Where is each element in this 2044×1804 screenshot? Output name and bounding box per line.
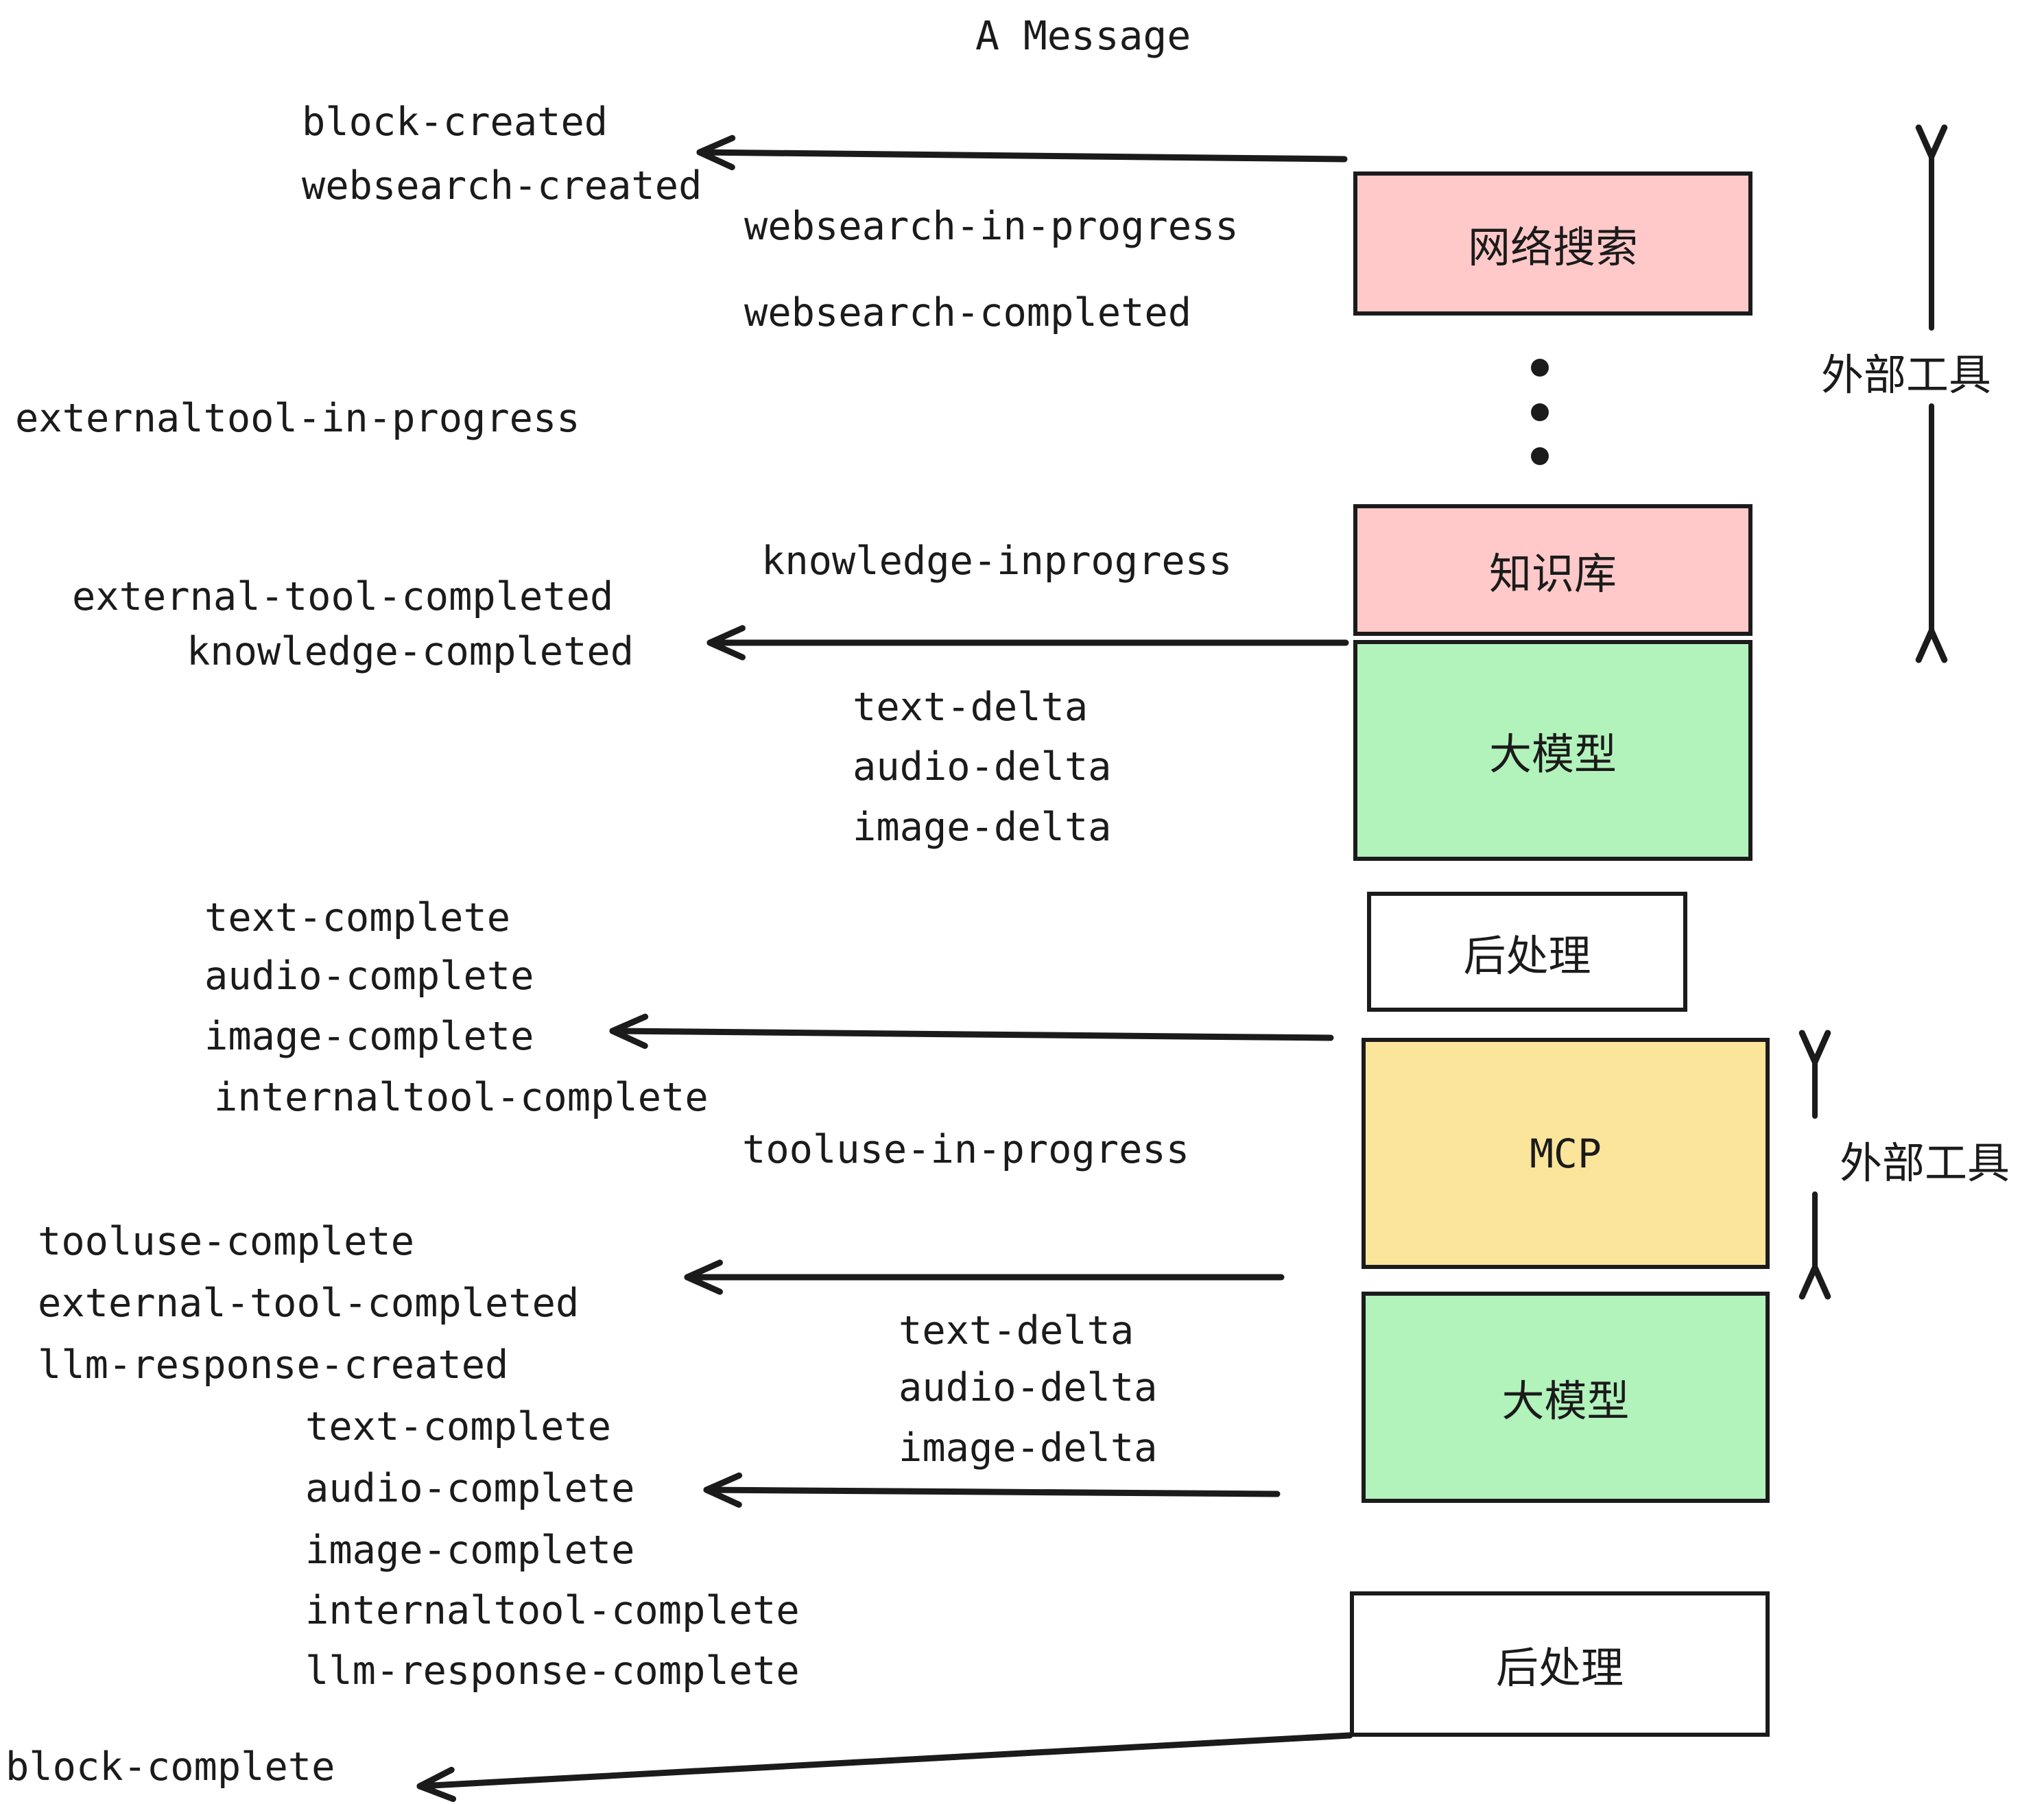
arrow-block-complete-head <box>416 1766 457 1803</box>
node-label: 网络搜索 <box>1467 222 1638 272</box>
node-websearch: 网络搜索 <box>1353 171 1752 316</box>
node-label: 大模型 <box>1501 1376 1630 1426</box>
arrow-audio-complete <box>703 1486 1281 1497</box>
event-label-text-delta-1: text-delta <box>853 685 1089 730</box>
node-llm-1: 大模型 <box>1353 640 1752 861</box>
event-label-external-tool-completed-1: external-tool-completed <box>72 574 614 619</box>
node-mcp: MCP <box>1362 1038 1770 1269</box>
external-tools-upper-up-head <box>1915 124 1948 160</box>
external-tools-upper-down-head <box>1915 628 1948 663</box>
event-label-internaltool-complete-2: internaltool-complete <box>305 1588 800 1633</box>
event-label-llm-response-complete: llm-response-complete <box>305 1648 800 1694</box>
node-label: 后处理 <box>1463 930 1591 981</box>
node-knowledge: 知识库 <box>1353 504 1752 636</box>
arrow-block-created-head <box>696 134 736 171</box>
event-label-image-complete-2: image-complete <box>305 1528 635 1573</box>
event-label-websearch-in-progress: websearch-in-progress <box>744 204 1239 249</box>
node-postproc-2: 后处理 <box>1350 1591 1770 1737</box>
event-label-external-tool-completed-2: external-tool-completed <box>38 1281 580 1326</box>
event-label-text-complete-1: text-complete <box>204 895 511 940</box>
group-label-external-tools-upper: 外部工具 <box>1821 350 1992 400</box>
arrow-knowledge-done-head <box>706 625 746 661</box>
event-label-audio-delta-2: audio-delta <box>899 1365 1158 1410</box>
event-label-websearch-completed: websearch-completed <box>744 290 1192 335</box>
arrow-image-complete-head <box>609 1013 649 1049</box>
arrow-block-created <box>696 149 1348 163</box>
event-label-block-complete: block-complete <box>5 1744 335 1790</box>
node-label: 后处理 <box>1495 1643 1624 1693</box>
event-label-text-complete-2: text-complete <box>305 1404 612 1449</box>
event-label-image-delta-2: image-delta <box>899 1425 1158 1471</box>
event-label-internaltool-complete-1: internaltool-complete <box>214 1075 709 1120</box>
event-label-tooluse-in-progress: tooluse-in-progress <box>742 1127 1190 1172</box>
event-label-externaltool-in-progress: externaltool-in-progress <box>15 396 580 441</box>
node-llm-2: 大模型 <box>1362 1292 1770 1503</box>
event-label-audio-delta-1: audio-delta <box>853 744 1112 790</box>
event-label-text-delta-2: text-delta <box>899 1308 1134 1353</box>
node-label: 知识库 <box>1488 549 1617 599</box>
arrow-tooluse-complete-head <box>684 1259 723 1295</box>
group-label-external-tools-lower: 外部工具 <box>1840 1138 2010 1188</box>
event-label-audio-complete-2: audio-complete <box>305 1466 635 1511</box>
event-label-websearch-created: websearch-created <box>302 163 702 209</box>
event-label-image-delta-1: image-delta <box>853 805 1112 850</box>
node-label: 大模型 <box>1488 729 1617 779</box>
arrow-image-complete <box>609 1028 1334 1041</box>
event-label-block-created: block-created <box>302 99 608 145</box>
event-label-tooluse-complete: tooluse-complete <box>38 1219 415 1264</box>
node-label: MCP <box>1530 1130 1602 1177</box>
arrow-block-complete <box>416 1732 1353 1790</box>
event-label-knowledge-inprogress: knowledge-inprogress <box>761 538 1233 584</box>
event-label-image-complete-1: image-complete <box>204 1014 534 1059</box>
arrow-audio-complete-head <box>703 1472 743 1508</box>
node-postproc-1: 后处理 <box>1367 892 1687 1012</box>
diagram-title: A Message <box>975 12 1191 59</box>
event-label-llm-response-created: llm-response-created <box>38 1342 509 1388</box>
ellipsis-dot-1 <box>1531 359 1549 377</box>
event-label-knowledge-completed: knowledge-completed <box>187 629 634 674</box>
ellipsis-dot-2 <box>1531 403 1549 421</box>
external-tools-lower-up-head <box>1798 1030 1831 1065</box>
ellipsis-dot-3 <box>1531 447 1549 465</box>
external-tools-lower-down-head <box>1798 1264 1831 1300</box>
event-label-audio-complete-1: audio-complete <box>204 953 534 999</box>
